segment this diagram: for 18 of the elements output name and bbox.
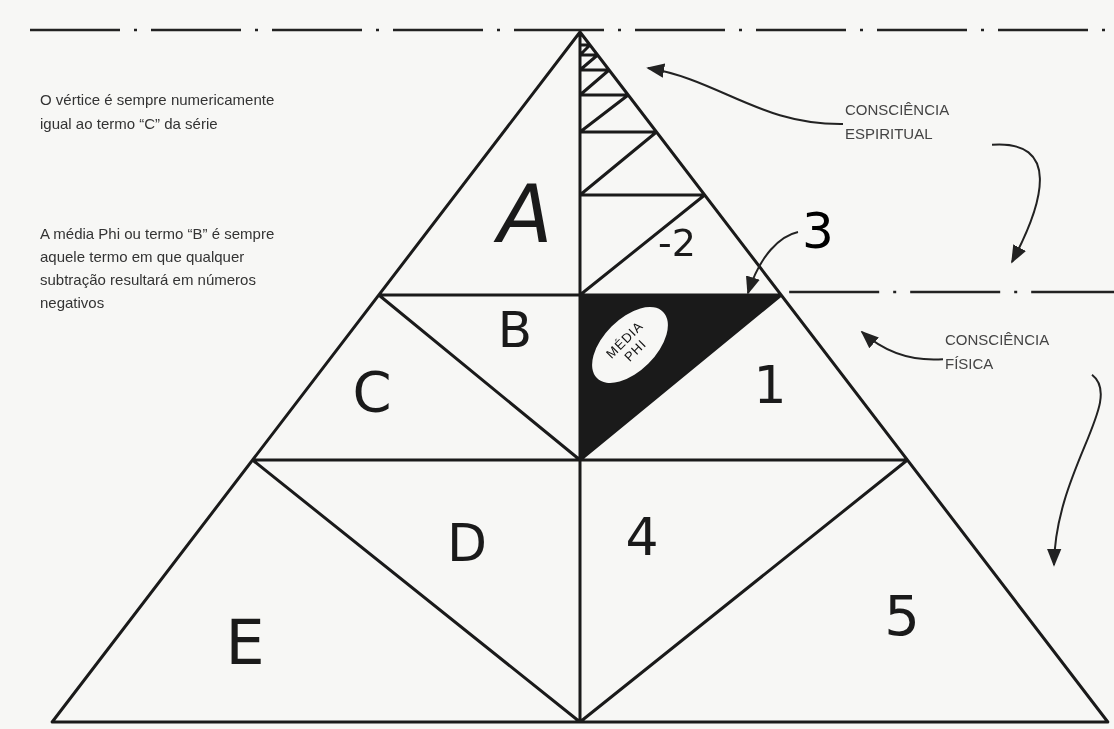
annotation-text: CONSCIÊNCIA FÍSICA — [945, 328, 1090, 380]
region-label: -2 — [658, 224, 696, 262]
region-label: 1 — [753, 359, 787, 411]
curved-arrow — [1047, 373, 1102, 567]
callout-number: 3 — [800, 205, 836, 257]
region-label: B — [497, 305, 533, 355]
region-label: D — [447, 517, 487, 569]
annotation-text: CONSCIÊNCIA ESPIRITUAL — [845, 98, 990, 150]
region-label: C — [352, 364, 392, 420]
region-label: 5 — [884, 588, 920, 644]
region-label: E — [225, 612, 265, 674]
curved-arrow — [991, 143, 1041, 264]
region-label: 4 — [625, 511, 659, 563]
curved-arrow — [860, 330, 944, 361]
curved-arrow — [646, 64, 844, 125]
note-text: O vértice é sempre numericamente igual ao termo “C” da série — [40, 90, 276, 134]
curved-arrow — [746, 231, 799, 295]
note-text: A média Phi ou termo “B” é sempre aquele termo em que qualquer subtração resultará em números negativos — [40, 224, 276, 313]
